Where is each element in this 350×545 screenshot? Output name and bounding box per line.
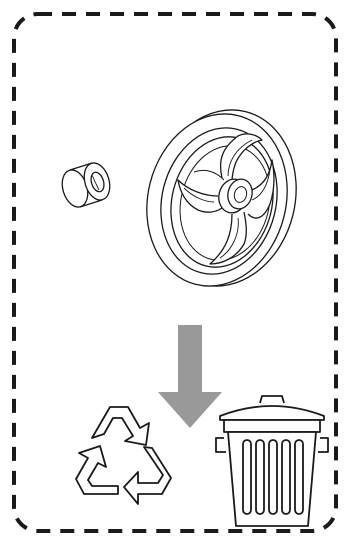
recycle-icon — [75, 406, 172, 505]
bushing-part — [61, 162, 111, 208]
trash-can-icon — [215, 395, 329, 527]
down-arrow — [158, 325, 222, 428]
wheel-part — [146, 109, 297, 287]
